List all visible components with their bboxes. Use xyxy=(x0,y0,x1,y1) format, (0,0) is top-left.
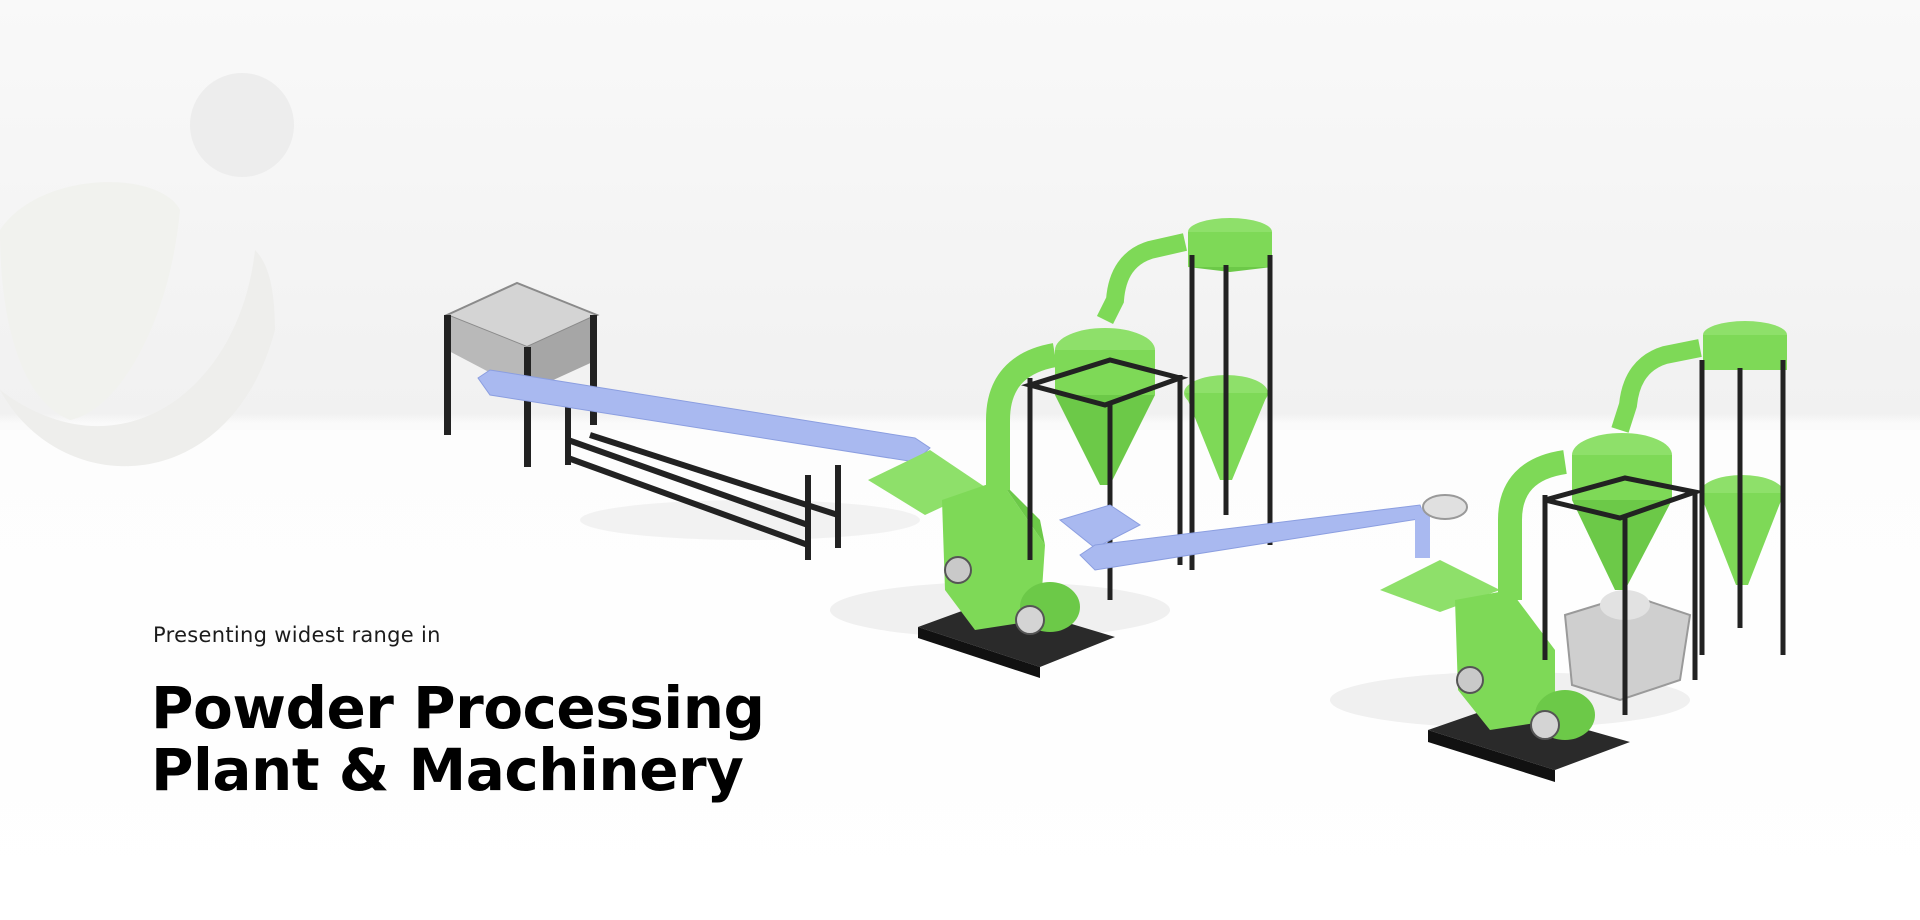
page-title: Powder Processing Plant & Machinery xyxy=(151,677,765,801)
tagline: Presenting widest range in xyxy=(153,623,441,647)
steel-hopper xyxy=(444,281,600,467)
headline-line-1: Powder Processing xyxy=(151,674,765,742)
watermark-logo-icon xyxy=(0,73,294,467)
inclined-conveyor xyxy=(1079,504,1426,571)
grinder-station-2 xyxy=(1380,321,1787,782)
conveyor-frame xyxy=(565,400,841,560)
headline-line-2: Plant & Machinery xyxy=(151,736,744,804)
grinder-station-1 xyxy=(868,218,1273,678)
conveyor-belt xyxy=(477,369,931,463)
